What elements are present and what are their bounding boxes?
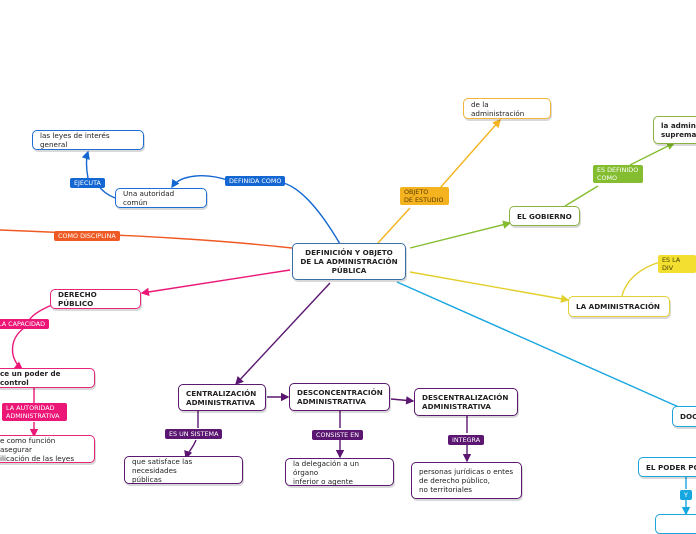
node-el-gobierno[interactable]: EL GOBIERNO [509,206,580,226]
label-capacidad: LA CAPACIDAD [0,319,50,329]
node-poder-control[interactable]: ce un poder de control [0,368,95,388]
link-center-gobierno [409,220,512,249]
label-consiste-en: CONSISTE EN [312,430,364,440]
link-center-centralizacion [235,282,331,386]
node-delegacion-organo[interactable]: la delegación a un órgano inferior o age… [285,458,394,486]
label-ejecuta: EJECUTA [70,178,105,188]
node-autoridad-comun[interactable]: Una autoridad común [115,188,207,208]
link-definido-suprema [629,142,676,166]
node-doc[interactable]: DOC [672,406,696,427]
node-derecho-publico[interactable]: DERECHO PÚBLICO [50,289,141,309]
label-integra: INTEGRA [448,435,485,445]
node-el-poder[interactable]: EL PODER PO [638,457,696,477]
label-es-la-div: ES LA DIV [658,255,696,273]
link-center-disciplina [0,229,293,249]
node-admin-suprema[interactable]: la admini suprema [653,116,696,144]
link-definida-autoridad [171,175,231,189]
node-cut-bottom[interactable] [655,514,696,534]
link-center-doc [396,281,691,413]
link-objeto-de-admin [439,118,501,189]
node-la-administracion[interactable]: LA ADMINISTRACIÓN [568,296,670,317]
link-capacidad-poder [11,327,25,370]
central-topic[interactable]: DEFINICIÓN Y OBJETO DE LA ADMINISTRACIÓN… [292,243,406,280]
link-la-admin-div [621,261,661,297]
node-desconcentracion[interactable]: DESCONCENTRACIÓN ADMINISTRATIVA [289,383,390,411]
node-leyes-interes-general[interactable]: las leyes de interés general [32,130,144,150]
node-descentralizacion[interactable]: DESCENTRALIZACIÓN ADMINISTRATIVA [414,388,518,416]
node-personas-juridicas[interactable]: personas jurídicas o entes de derecho pú… [411,462,522,499]
node-de-la-administracion[interactable]: de la administración [463,98,551,119]
link-center-definida [279,181,341,245]
label-definida-como: DEFINIDA COMO [225,176,286,186]
link-center-derecho [140,269,291,297]
node-funcion-asegurar[interactable]: e como función asegurar ilicación de las… [0,435,95,463]
node-centralizacion[interactable]: CENTRALIZACIÓN ADMINISTRATIVA [178,384,266,411]
label-y: Y [680,490,692,500]
label-objeto-estudio: OBJETO DE ESTUDIO [400,187,449,205]
label-como-disciplina: COMO DISCIPLINA [54,231,120,241]
link-desconcentracion-descentralizacion [390,396,415,405]
label-autoridad-administrativa: LA AUTORIDAD ADMINISTRATIVA [2,403,67,421]
link-gobierno-definido [564,185,599,207]
link-center-la-admin [409,271,570,303]
node-satisface-necesidades[interactable]: que satisface las necesidades públicas [124,456,243,484]
label-es-un-sistema: ES UN SISTEMA [165,429,223,439]
link-ejecuta-leyes [81,150,90,179]
label-es-definido: ES DEFINIDO COMO [593,165,643,183]
link-center-objeto [377,207,411,244]
